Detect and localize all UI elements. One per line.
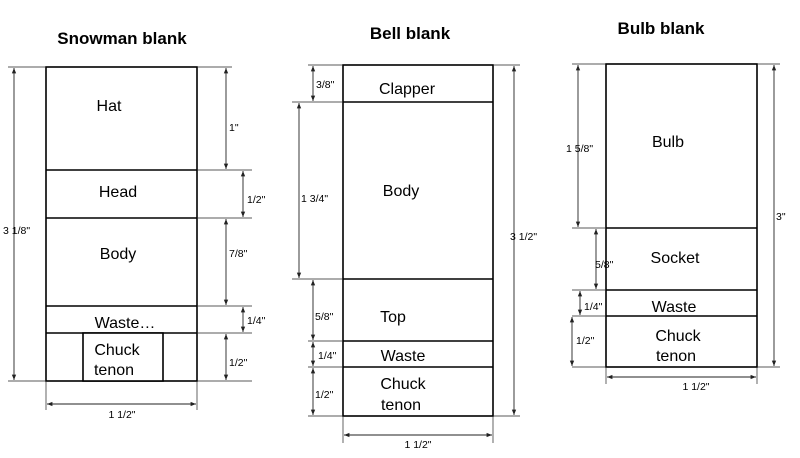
bell-clapper-dim-label: 3/8" [316, 79, 335, 91]
bulb-width-dim-label: 1 1/2" [682, 381, 709, 393]
snowman-title: Snowman blank [57, 29, 187, 48]
bell-chuck-label: Chuck [380, 376, 426, 393]
bulb-tenon-label: tenon [656, 348, 696, 365]
snowman-total-dim-label: 3 1/8" [3, 225, 30, 237]
bulb-bulb-label: Bulb [652, 134, 684, 151]
bell-width-dim-label: 1 1/2" [404, 439, 431, 451]
bell-body-label: Body [383, 183, 419, 200]
bell-total-dim-label: 3 1/2" [510, 231, 537, 243]
snowman-tenon-label: tenon [94, 362, 134, 379]
snowman-hat-label: Hat [97, 98, 122, 115]
bulb-bulb-dim-label: 1 5/8" [566, 143, 593, 155]
snowman-waste-dim-label: 1/4" [247, 315, 266, 327]
bulb-socket-label: Socket [651, 250, 700, 267]
bulb-chuck-label: Chuck [655, 328, 701, 345]
bulb-waste-label: Waste [652, 299, 697, 316]
snowman-chuck-tenon [82, 332, 164, 382]
bulb-total-dim-label: 3" [776, 211, 786, 223]
bell-blank: Bell blank Clapper Body Top Waste Chuck … [292, 24, 537, 451]
bell-outline [342, 64, 494, 417]
bulb-outline [605, 63, 758, 368]
snowman-chuck-dim-label: 1/2" [229, 357, 248, 369]
bulb-title: Bulb blank [618, 19, 705, 38]
snowman-width-dim-label: 1 1/2" [108, 409, 135, 421]
bulb-blank: Bulb blank Bulb Socket Waste Chuck tenon… [566, 19, 786, 393]
bell-top-dim-label: 5/8" [315, 311, 334, 323]
snowman-head-label: Head [99, 184, 137, 201]
bell-body-dim-label: 1 3/4" [301, 193, 328, 205]
bell-waste-label: Waste [381, 348, 426, 365]
bell-title: Bell blank [370, 24, 451, 43]
bell-waste-dim-label: 1/4" [318, 350, 337, 362]
bell-clapper-label: Clapper [379, 81, 436, 98]
bell-chuck-dim-label: 1/2" [315, 389, 334, 401]
snowman-head-dim-label: 1/2" [247, 194, 266, 206]
bell-top-label: Top [380, 309, 406, 326]
bulb-waste-dim-label: 1/4" [584, 301, 603, 313]
snowman-hat-dim-label: 1" [229, 122, 239, 134]
snowman-waste-label: Waste… [95, 315, 156, 332]
snowman-chuck-label: Chuck [94, 342, 140, 359]
bulb-socket-dim-label: 5/8" [595, 259, 614, 271]
bell-tenon-label: tenon [381, 397, 421, 414]
snowman-blank: Snowman blank Hat Head Body Waste… Chuck… [3, 29, 266, 421]
snowman-outline [45, 66, 198, 382]
bulb-chuck-dim-label: 1/2" [576, 335, 595, 347]
snowman-body-label: Body [100, 246, 136, 263]
snowman-body-dim-label: 7/8" [229, 248, 248, 260]
